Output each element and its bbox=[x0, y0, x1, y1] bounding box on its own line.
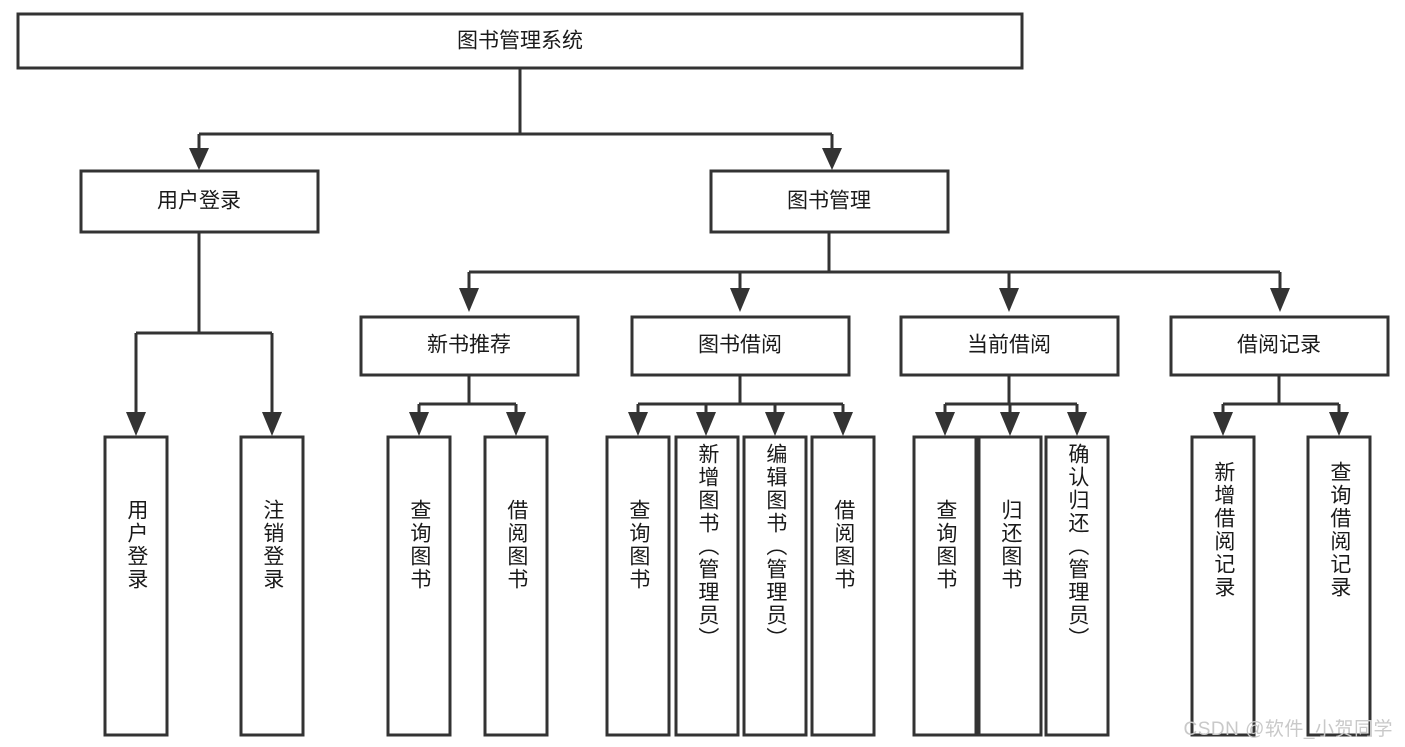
arrow-head-icon bbox=[1329, 412, 1349, 436]
arrow-head-icon bbox=[1213, 412, 1233, 436]
arrow-head-icon bbox=[833, 412, 853, 436]
leaf-box-add-book-admin[interactable] bbox=[674, 435, 740, 737]
node-borrow-record-label: 借阅记录 bbox=[1237, 334, 1321, 357]
arrow-head-icon bbox=[126, 412, 146, 436]
arrow-head-icon bbox=[459, 288, 479, 312]
leaf-box-confirm-return-admin[interactable] bbox=[1044, 435, 1110, 737]
node-user-login-label: 用户登录 bbox=[157, 190, 241, 213]
arrow-head-icon bbox=[730, 288, 750, 312]
node-user-login[interactable]: 用户登录 bbox=[79, 169, 320, 234]
leaf-box-query-book-1[interactable] bbox=[386, 435, 452, 737]
connector-root-to-level1 bbox=[189, 68, 842, 170]
leaf-box-edit-book-admin[interactable] bbox=[742, 435, 808, 737]
node-current-borrow-box[interactable] bbox=[899, 315, 1120, 377]
node-new-book-recommend-label: 新书推荐 bbox=[427, 334, 511, 357]
leaf-box-borrow-book-2[interactable] bbox=[810, 435, 876, 737]
arrow-head-icon bbox=[765, 412, 785, 436]
arrow-head-icon bbox=[1067, 412, 1087, 436]
node-root[interactable]: 图书管理系统 bbox=[16, 12, 1024, 70]
leaf-box-borrow-book-1[interactable] bbox=[483, 435, 549, 737]
leaf-box-return-book[interactable] bbox=[977, 435, 1043, 737]
node-borrow-record[interactable]: 借阅记录 bbox=[1169, 315, 1390, 377]
arrow-head-icon bbox=[189, 148, 209, 170]
arrow-head-icon bbox=[935, 412, 955, 436]
node-new-book-recommend[interactable]: 新书推荐 bbox=[359, 315, 580, 377]
leaf-box-query-book-3[interactable] bbox=[912, 435, 978, 737]
connector-new-book-recommend-to-leaves bbox=[409, 375, 526, 436]
node-book-management-label: 图书管理 bbox=[787, 190, 871, 213]
node-current-borrow[interactable]: 当前借阅 bbox=[899, 315, 1120, 377]
node-root-box[interactable] bbox=[16, 12, 1024, 70]
node-book-borrow[interactable]: 图书借阅 bbox=[630, 315, 851, 377]
node-new-book-recommend-box[interactable] bbox=[359, 315, 580, 377]
connector-book-borrow-to-leaves bbox=[628, 375, 853, 436]
arrow-head-icon bbox=[628, 412, 648, 436]
arrow-head-icon bbox=[696, 412, 716, 436]
arrow-head-icon bbox=[999, 288, 1019, 312]
connector-book-management-to-level2 bbox=[459, 232, 1290, 312]
leaf-box-query-borrow-record[interactable] bbox=[1306, 435, 1372, 737]
leaf-box-add-borrow-record[interactable] bbox=[1190, 435, 1256, 737]
arrow-head-icon bbox=[822, 148, 842, 170]
connector-borrow-record-to-leaves bbox=[1213, 375, 1349, 436]
leaf-box-query-book-2[interactable] bbox=[605, 435, 671, 737]
arrow-head-icon bbox=[1270, 288, 1290, 312]
watermark-text: CSDN @软件_小贺同学 bbox=[1183, 719, 1393, 740]
leaf-box-user-login[interactable] bbox=[103, 435, 169, 737]
connector-current-borrow-to-leaves bbox=[935, 375, 1087, 436]
connector-user-login-to-leaves bbox=[126, 232, 282, 436]
node-current-borrow-label: 当前借阅 bbox=[967, 334, 1051, 357]
arrow-head-icon bbox=[506, 412, 526, 436]
node-root-label: 图书管理系统 bbox=[457, 30, 583, 53]
arrow-head-icon bbox=[409, 412, 429, 436]
node-book-borrow-label: 图书借阅 bbox=[698, 334, 782, 357]
node-book-management[interactable]: 图书管理 bbox=[709, 169, 950, 234]
node-user-login-box[interactable] bbox=[79, 169, 320, 234]
arrow-head-icon bbox=[262, 412, 282, 436]
leaf-box-logout[interactable] bbox=[239, 435, 305, 737]
arrow-head-icon bbox=[1000, 412, 1020, 436]
